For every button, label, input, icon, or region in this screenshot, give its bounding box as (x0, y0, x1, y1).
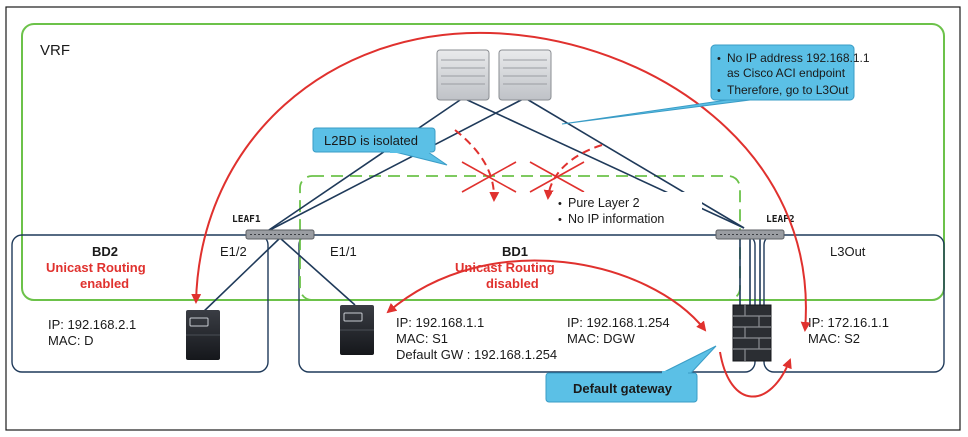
leaf2-switch (715, 229, 785, 240)
svg-text:•: • (558, 214, 562, 226)
blocked-x-marks (461, 161, 585, 193)
leaf2-label: LEAF2 (766, 214, 795, 225)
bd2-routing-line1: Unicast Routing (46, 260, 146, 275)
ip-note-line1: No IP address 192.168.1.1 (727, 51, 870, 65)
bd1-routing-line2: disabled (486, 276, 539, 291)
arc-firewall (719, 351, 792, 398)
firewall (732, 304, 772, 362)
vrf-label: VRF (40, 42, 70, 59)
l3out-ip: IP: 172.16.1.1 (808, 315, 889, 330)
svg-text:•: • (558, 198, 562, 210)
arc-bd2-to-l3out (191, 31, 811, 332)
callout-ip-note: • No IP address 192.168.1.1 as Cisco ACI… (561, 44, 870, 125)
bd2-ip: IP: 192.168.2.1 (48, 317, 136, 332)
bd1-gateway-mac: MAC: DGW (567, 331, 636, 346)
bd2-name: BD2 (92, 244, 118, 259)
l3out-mac: MAC: S2 (808, 331, 860, 346)
dashed-arrow-right (543, 144, 603, 200)
bd1-name: BD1 (502, 244, 528, 259)
pure-l2-line2: No IP information (568, 212, 664, 226)
spine-switch-2 (498, 49, 552, 101)
svg-text:•: • (717, 53, 721, 65)
bd2-routing-line2: enabled (80, 276, 129, 291)
bd1-endpoint-mac: MAC: S1 (396, 331, 448, 346)
bd1-routing-line1: Unicast Routing (455, 260, 555, 275)
l3out-name: L3Out (830, 244, 866, 259)
svg-text:•: • (717, 85, 721, 97)
port-label-e1-2: E1/2 (220, 244, 247, 259)
server-bd1 (340, 305, 374, 355)
bd1-gateway-ip: IP: 192.168.1.254 (567, 315, 670, 330)
port-label-e1-1: E1/1 (330, 244, 357, 259)
callout-l2bd-isolated: L2BD is isolated (312, 127, 448, 166)
callout-default-gateway: Default gateway (545, 345, 717, 403)
leaf1-label: LEAF1 (232, 214, 261, 225)
bd1-endpoint-gateway: Default GW : 192.168.1.254 (396, 347, 557, 362)
dashed-arrow-left (454, 129, 500, 202)
server-bd2 (186, 310, 220, 360)
spine-switch-1 (436, 49, 490, 101)
bd2-mac: MAC: D (48, 333, 94, 348)
l2bd-isolated-text: L2BD is isolated (324, 133, 418, 148)
pure-l2-line1: Pure Layer 2 (568, 196, 640, 210)
note-pure-layer2: • Pure Layer 2 • No IP information (552, 192, 702, 230)
traffic-arrows (191, 31, 811, 398)
leaf1-switch (245, 229, 315, 240)
ip-note-line2: as Cisco ACI endpoint (727, 66, 846, 80)
default-gateway-text: Default gateway (573, 381, 673, 396)
outer-frame (5, 6, 961, 431)
ip-note-line3: Therefore, go to L3Out (727, 83, 849, 97)
bd1-endpoint-ip: IP: 192.168.1.1 (396, 315, 484, 330)
arc-bd1-gateway (386, 259, 707, 332)
